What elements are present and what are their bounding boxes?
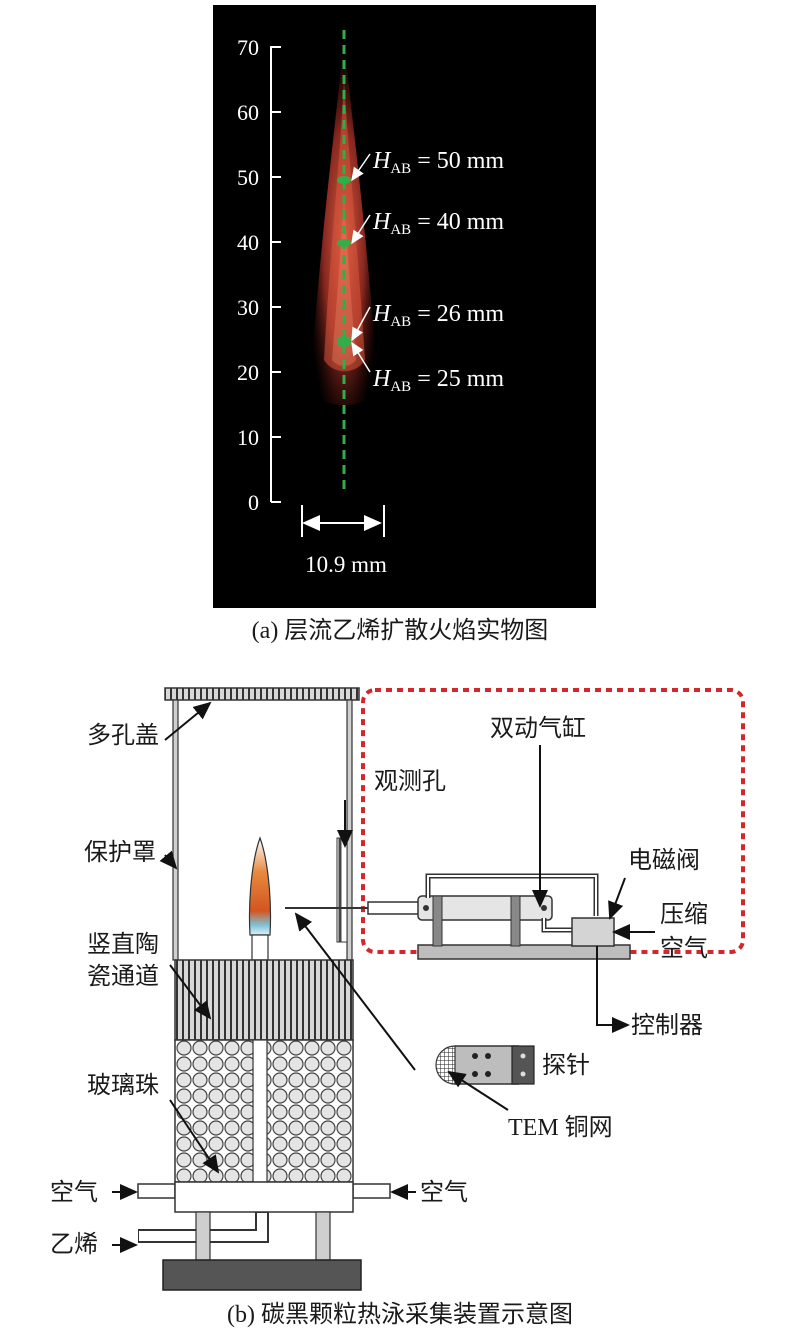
- piston-rod: [367, 901, 421, 915]
- label-ceramic-line1: 竖直陶: [87, 931, 159, 958]
- ethylene-inlet-pipe: [139, 1213, 267, 1241]
- double-acting-cylinder-assembly: [417, 873, 631, 960]
- height-axis: 0 10 20 30 40 50 60 70: [237, 35, 281, 515]
- axis-tick-label: 40: [237, 230, 259, 255]
- axis-tick-label: 70: [237, 35, 259, 60]
- height-subscript: AB: [390, 379, 411, 395]
- axis-tick-label: 10: [237, 425, 259, 450]
- sampling-height-label: HAB = 25 mm: [372, 366, 504, 395]
- annotation-arrow: [351, 153, 371, 182]
- label-controller: 控制器: [631, 1012, 703, 1039]
- label-ceramic-line2: 瓷通道: [87, 963, 159, 990]
- vertical-ceramic-channel: [174, 959, 354, 1041]
- sampling-point-marker: [337, 176, 351, 184]
- leg-left: [195, 1211, 211, 1261]
- height-subscript: AB: [390, 222, 411, 238]
- height-symbol: H: [372, 301, 392, 327]
- probe-assembly: [435, 1045, 535, 1085]
- height-value: = 26 mm: [411, 301, 504, 327]
- axis-tick-label: 60: [237, 100, 259, 125]
- axis-tick-label: 50: [237, 165, 259, 190]
- label-shield: 保护罩: [84, 839, 156, 866]
- label-air-right: 空气: [420, 1179, 468, 1206]
- sampling-system-box: [361, 688, 745, 954]
- solenoid-valve: [571, 917, 615, 947]
- porous-cover: [164, 687, 360, 701]
- label-double-cylinder: 双动气缸: [490, 715, 586, 742]
- sampling-height-label: HAB = 50 mm: [372, 148, 504, 177]
- axis-tick-label: 30: [237, 295, 259, 320]
- leg-right: [315, 1211, 331, 1261]
- height-value: = 25 mm: [411, 366, 504, 392]
- label-observation-hole: 观测孔: [374, 768, 446, 795]
- fuel-tube-center: [252, 1039, 268, 1183]
- sampling-height-label: HAB = 26 mm: [372, 301, 504, 330]
- height-symbol: H: [372, 148, 392, 174]
- height-subscript: AB: [390, 161, 411, 177]
- burner-base: [162, 1259, 362, 1291]
- shield-wall-left: [172, 699, 179, 961]
- observation-hole: [336, 837, 348, 943]
- burner-bottom-section: [174, 1181, 354, 1213]
- sampling-point-marker: [337, 339, 351, 347]
- height-value: = 40 mm: [411, 209, 504, 235]
- height-subscript: AB: [390, 314, 411, 330]
- label-probe: 探针: [542, 1052, 590, 1079]
- label-glass-beads: 玻璃珠: [87, 1072, 159, 1099]
- height-symbol: H: [372, 366, 392, 392]
- axis-tick-label: 20: [237, 360, 259, 385]
- tem-grid-mesh: [435, 1045, 456, 1085]
- fuel-tube-top: [251, 934, 269, 961]
- label-porous-cover: 多孔盖: [87, 722, 159, 749]
- leader-lines: [112, 701, 655, 1253]
- sampling-point-marker: [337, 239, 351, 247]
- caption-a: (a) 层流乙烯扩散火焰实物图: [252, 617, 549, 644]
- caption-b: (b) 碳黑颗粒热泳采集装置示意图: [227, 1301, 573, 1328]
- label-air-left: 空气: [50, 1179, 98, 1206]
- label-compressed-line2: 空气: [660, 935, 708, 962]
- height-symbol: H: [372, 209, 392, 235]
- annotation-arrow: [351, 306, 371, 342]
- air-inlet-left: [137, 1183, 176, 1199]
- annotation-arrow: [351, 341, 371, 373]
- label-compressed-line1: 压缩: [660, 901, 708, 928]
- height-value: = 50 mm: [411, 148, 504, 174]
- shield-wall-right: [346, 699, 353, 961]
- label-ethylene: 乙烯: [50, 1231, 98, 1258]
- annotation-arrow: [351, 214, 371, 245]
- axis-tick-label: 0: [248, 490, 259, 515]
- label-tem-grid: TEM 铜网: [508, 1114, 613, 1141]
- air-inlet-right: [352, 1183, 391, 1199]
- label-solenoid-valve: 电磁阀: [628, 847, 700, 874]
- flame-width-indicator: 10.9 mm: [301, 505, 387, 577]
- flame-width-label: 10.9 mm: [305, 552, 387, 577]
- schematic-flame: [248, 836, 272, 936]
- panel-b-schematic: 多孔盖 保护罩 竖直陶 瓷通道 玻璃珠 空气 空气 乙烯 观测孔 双动气缸 电磁…: [50, 687, 745, 1291]
- sampling-height-label: HAB = 40 mm: [372, 209, 504, 238]
